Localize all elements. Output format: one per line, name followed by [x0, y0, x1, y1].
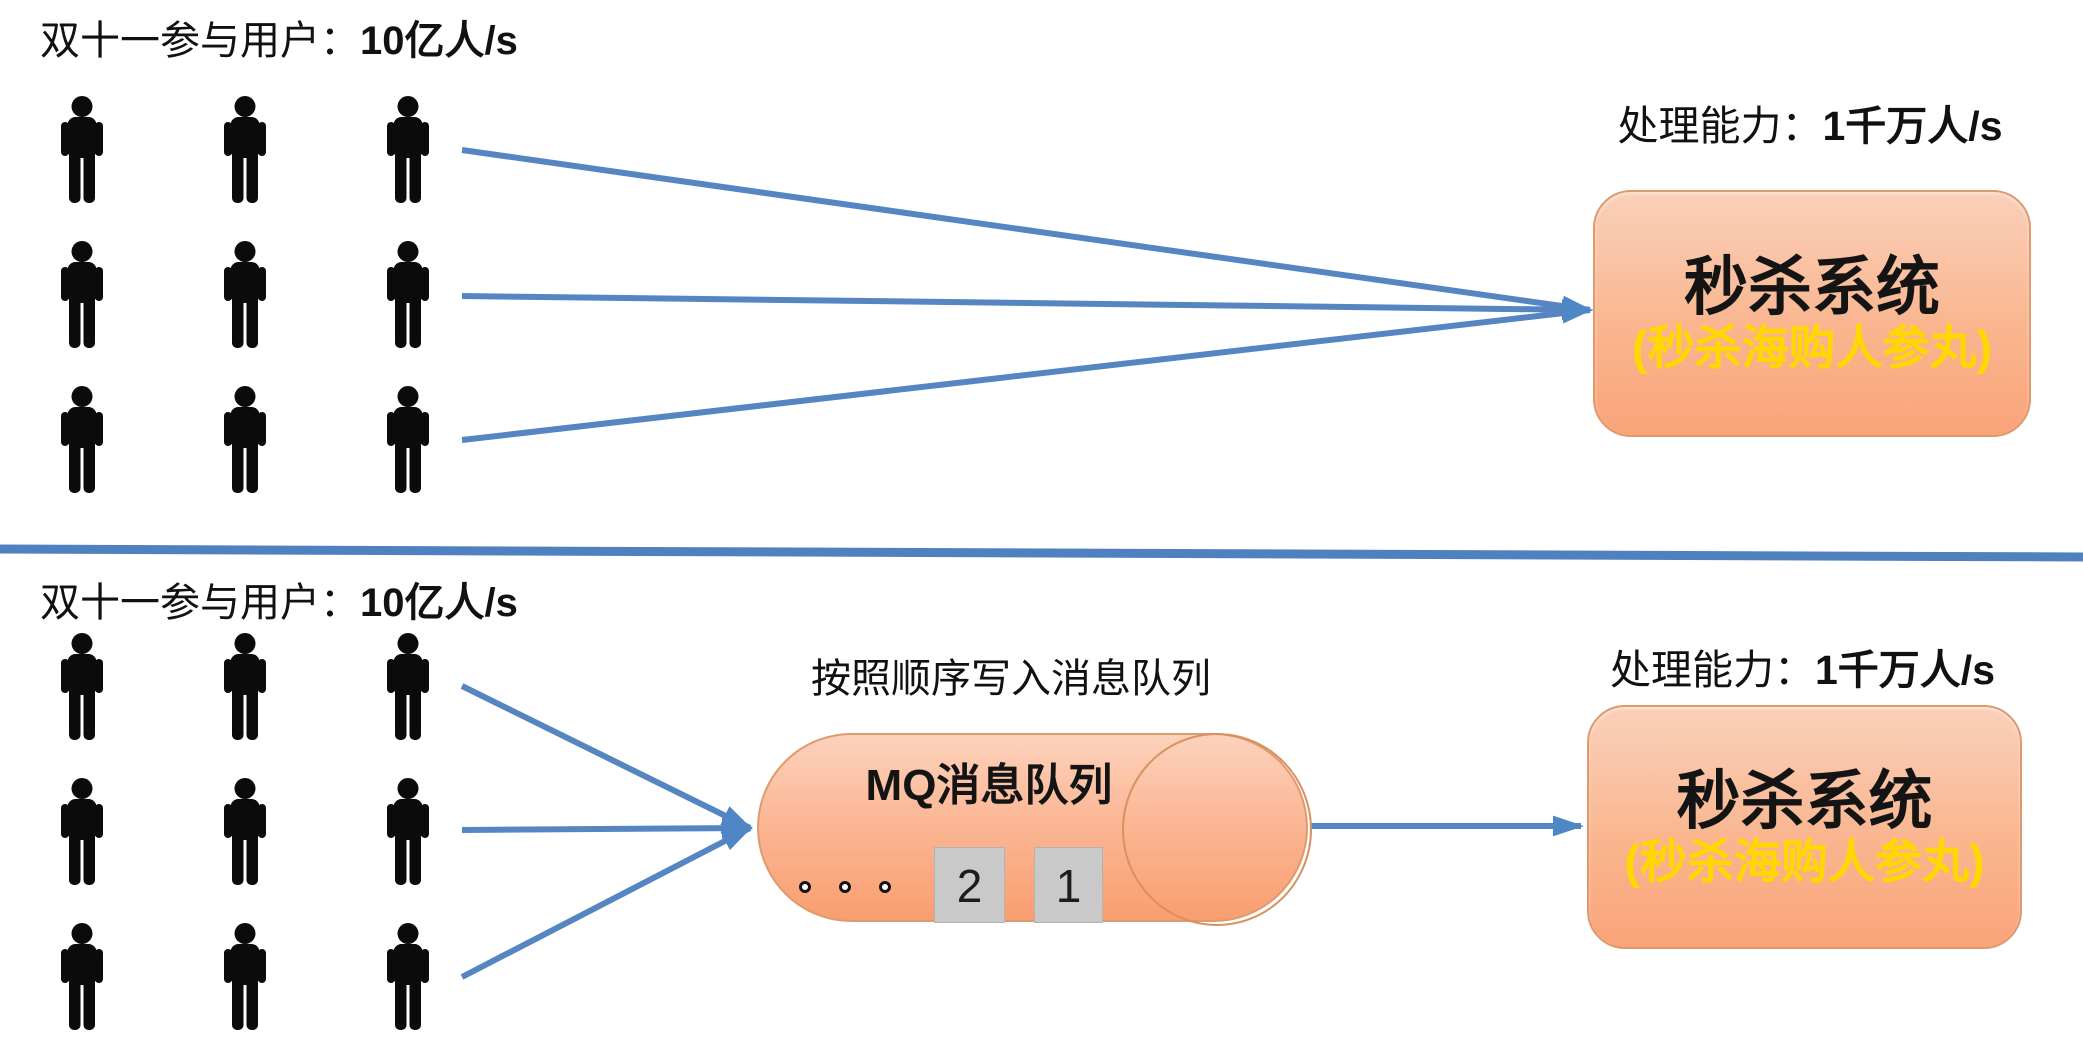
queue-pending-dot [839, 881, 851, 893]
person-icon [57, 923, 107, 1030]
bottom-request-arrows [460, 683, 754, 980]
bottom-capacity-label-value: 1千万人/s [1815, 647, 1995, 693]
section-divider-line [0, 544, 2083, 562]
bottom-users-label-prefix: 双十一参与用户： [40, 580, 360, 625]
top-capacity-label-value: 1千万人/s [1822, 103, 2003, 149]
arrow-top-row1 [461, 147, 1594, 317]
bottom-users-grid [57, 633, 433, 1030]
person-icon [57, 778, 107, 885]
person-icon [220, 386, 270, 493]
mq-message-queue-cylinder: MQ消息队列 2 1 [757, 733, 1312, 926]
bottom-capacity-label: 处理能力：1千万人/s [1587, 636, 2018, 696]
bottom-users-label-value: 10亿人/s [360, 581, 518, 625]
arrow-bottom-row1 [460, 683, 753, 831]
arrow-bottom-row2 [461, 817, 754, 839]
bottom-users-label: 双十一参与用户：10亿人/s [40, 570, 518, 628]
bottom-seckill-system-title: 秒杀系统 [1676, 764, 1933, 837]
person-icon [220, 633, 270, 740]
arrow-top-row2 [461, 293, 1594, 321]
arrow-bottom-row3 [460, 825, 753, 980]
person-icon [57, 96, 107, 203]
mq-queue-title: MQ消息队列 [865, 761, 1113, 810]
person-icon [220, 923, 270, 1030]
queue-order-note: 按照顺序写入消息队列 [811, 656, 1211, 701]
top-capacity-label: 处理能力：1千万人/s [1593, 92, 2027, 152]
person-icon [383, 241, 433, 348]
person-icon [220, 778, 270, 885]
top-users-label: 双十一参与用户：10亿人/s [40, 8, 518, 66]
top-request-arrows [461, 147, 1594, 443]
bottom-capacity-label-prefix: 处理能力： [1610, 647, 1815, 693]
person-icon [383, 386, 433, 493]
top-seckill-system-box: 秒杀系统 (秒杀海购人参丸) [1593, 190, 2031, 437]
person-icon [220, 96, 270, 203]
top-users-grid [57, 96, 433, 493]
top-seckill-system-title: 秒杀系统 [1684, 251, 1940, 324]
person-icon [383, 923, 433, 1030]
person-icon [383, 778, 433, 885]
top-users-label-value: 10亿人/s [360, 19, 518, 63]
top-users-label-prefix: 双十一参与用户： [40, 18, 360, 63]
top-seckill-system-subtitle: (秒杀海购人参丸) [1631, 321, 1993, 375]
person-icon [57, 633, 107, 740]
queue-item-2: 2 [934, 847, 1005, 923]
cylinder-end-cap [1122, 733, 1312, 926]
queue-item-1: 1 [1034, 847, 1103, 923]
person-icon [220, 241, 270, 348]
queue-pending-dot [799, 881, 811, 893]
arrow-top-row3 [461, 302, 1594, 443]
top-capacity-label-prefix: 处理能力： [1617, 103, 1823, 149]
bottom-seckill-system-subtitle: (秒杀海购人参丸) [1624, 834, 1985, 888]
person-icon [383, 633, 433, 740]
person-icon [383, 96, 433, 203]
queue-pending-dot [879, 881, 891, 893]
person-icon [57, 386, 107, 493]
bottom-seckill-system-box: 秒杀系统 (秒杀海购人参丸) [1587, 705, 2022, 949]
person-icon [57, 241, 107, 348]
